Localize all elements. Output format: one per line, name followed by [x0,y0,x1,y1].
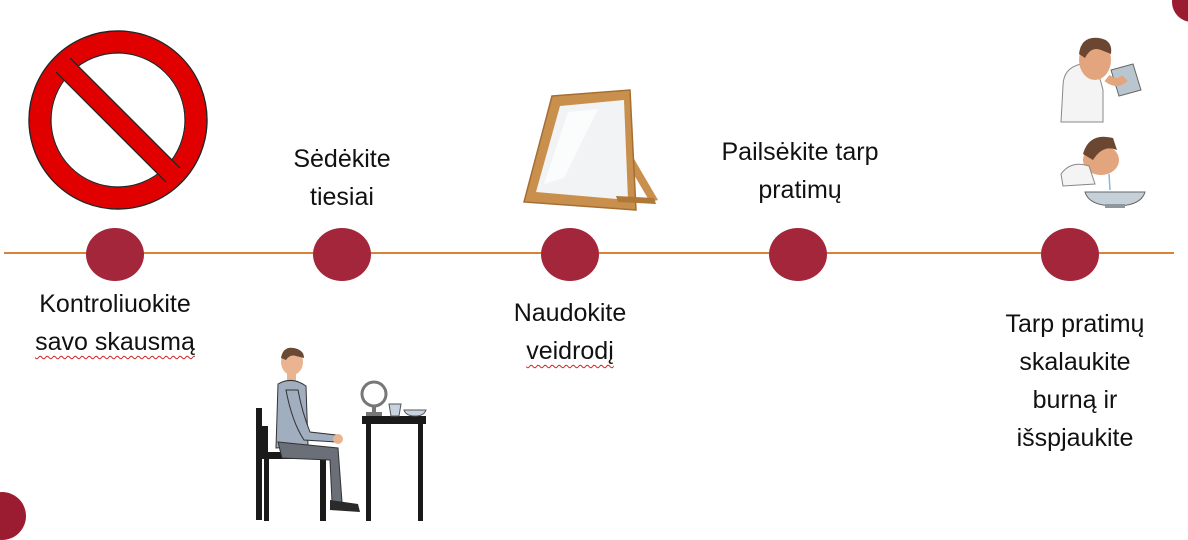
step-5-label: Tarp pratimų skalaukite burną ir išspjau… [975,305,1175,457]
step-3-label-line-2: veidrodį [480,332,660,370]
corner-accent-top-right [1172,0,1188,22]
person-rinsing-mouth-icon [1060,37,1146,208]
timeline-node-5 [1041,228,1099,281]
step-4-label-line-1: Pailsėkite tarp [721,138,879,166]
timeline-node-1 [86,228,144,281]
step-4-label-line-2: pratimų [758,176,842,204]
step-3-label-line-2-text: veidrodį [526,337,614,365]
step-3-label: Naudokite veidrodį [480,294,660,370]
step-1-label: Kontroliuokite savo skausmą [10,285,220,361]
step-2-label-line-2: tiesiai [310,183,374,211]
corner-accent-bottom-left [0,492,26,540]
person-sitting-at-table-icon [256,347,427,521]
timeline-node-4 [769,228,827,281]
step-2-label: Sėdėkite tiesiai [262,140,422,216]
step-3-label-line-1: Naudokite [513,299,627,327]
timeline-node-2 [313,228,371,281]
mirror-icon [523,89,658,211]
prohibition-icon [28,30,208,210]
timeline-node-3 [541,228,599,281]
step-1-label-line-1: Kontroliuokite [39,290,191,318]
step-5-label-line-3: burną ir [1032,386,1118,414]
step-5-label-line-1: Tarp pratimų [1005,310,1145,338]
step-1-label-line-2-text: savo skausmą [35,328,195,356]
step-5-label-line-4: išspjaukite [1016,424,1134,452]
step-4-label: Pailsėkite tarp pratimų [690,133,910,209]
step-2-label-line-1: Sėdėkite [293,145,391,173]
step-1-label-line-2: savo skausmą [10,323,220,361]
step-5-label-line-2: skalaukite [1019,348,1131,376]
